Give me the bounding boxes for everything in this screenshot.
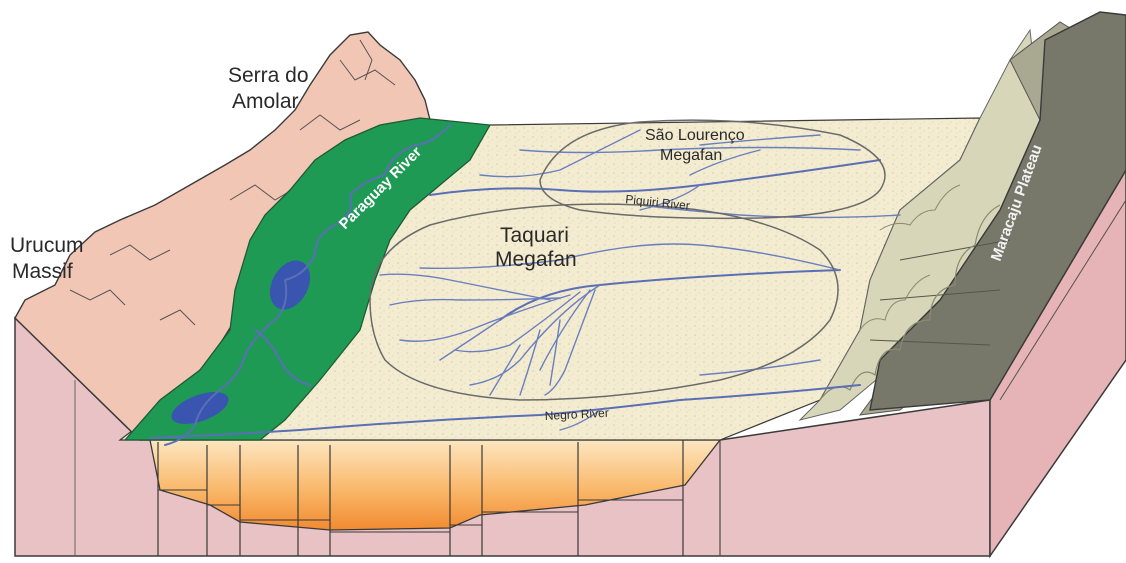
urucum-massif-label: Urucum (10, 234, 84, 257)
taquari-label-2: Megafan (495, 248, 577, 271)
sao-lourenco-label-2: Megafan (660, 147, 722, 164)
sao-lourenco-label: São Lourenço (645, 127, 745, 144)
taquari-label: Taquari (500, 224, 569, 247)
serra-do-amolar-label: Serra do (228, 64, 309, 87)
urucum-massif-label-2: Massif (12, 260, 73, 283)
serra-do-amolar-label-2: Amolar (232, 90, 299, 113)
